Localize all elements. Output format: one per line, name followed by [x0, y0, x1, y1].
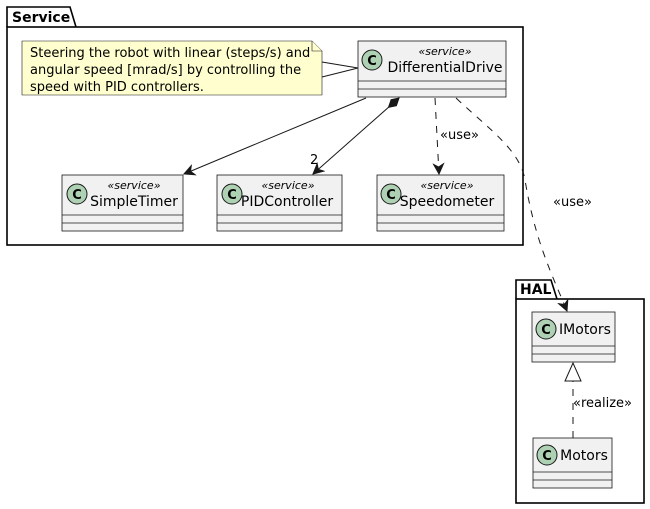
class-icon-letter: C: [72, 188, 82, 203]
class-motors[interactable]: C Motors: [532, 437, 613, 489]
package-service: Service: [6, 6, 524, 246]
note-line-2: angular speed [mrad/s] by controlling th…: [30, 63, 301, 78]
package-service-label: Service: [12, 10, 70, 26]
class-icon-letter: C: [541, 323, 551, 338]
class-name: Motors: [560, 448, 608, 464]
class-icon: [361, 49, 383, 71]
use-label-imotors: «use»: [553, 195, 592, 210]
class-name: Speedometer: [400, 194, 495, 210]
package-hal: HAL: [515, 279, 645, 504]
class-icon-letter: C: [367, 54, 377, 69]
note-differential-drive: Steering the robot with linear (steps/s)…: [21, 40, 359, 96]
stereotype: «service»: [108, 179, 161, 192]
class-icon-letter: C: [542, 449, 552, 464]
multiplicity-label: 2: [310, 153, 318, 168]
class-icon-letter: C: [227, 188, 237, 203]
class-imotors[interactable]: C IMotors: [531, 311, 616, 363]
edge-dd-to-simpletimer: [184, 97, 367, 174]
class-differential-drive[interactable]: C «service» DifferentialDrive: [357, 40, 507, 98]
class-name: IMotors: [559, 322, 611, 338]
class-icon-letter: C: [386, 188, 396, 203]
realize-label: «realize»: [573, 396, 632, 411]
note-line-3: speed with PID controllers.: [30, 80, 204, 95]
edge-dd-to-imotors: [455, 97, 567, 311]
class-pid-controller[interactable]: C «service» PIDController: [216, 174, 343, 232]
class-icon: [536, 444, 558, 466]
stereotype: «service»: [421, 179, 474, 192]
class-icon: [380, 183, 402, 205]
edge-dd-to-speedometer: [435, 97, 439, 174]
class-name: PIDController: [241, 194, 333, 210]
use-label-speedometer: «use»: [440, 128, 479, 143]
class-icon: [221, 183, 243, 205]
class-icon: [66, 183, 88, 205]
package-hal-label: HAL: [520, 282, 552, 298]
stereotype: «service»: [262, 179, 315, 192]
stereotype: «service»: [419, 45, 472, 58]
class-simple-timer[interactable]: C «service» SimpleTimer: [61, 174, 184, 232]
class-icon: [535, 318, 557, 340]
class-name: DifferentialDrive: [387, 60, 502, 76]
note-line-1: Steering the robot with linear (steps/s)…: [30, 46, 310, 61]
edge-dd-to-pidcontroller: [313, 98, 399, 174]
class-speedometer[interactable]: C «service» Speedometer: [376, 174, 505, 232]
realization-arrowhead: [564, 361, 582, 382]
class-name: SimpleTimer: [90, 194, 178, 210]
